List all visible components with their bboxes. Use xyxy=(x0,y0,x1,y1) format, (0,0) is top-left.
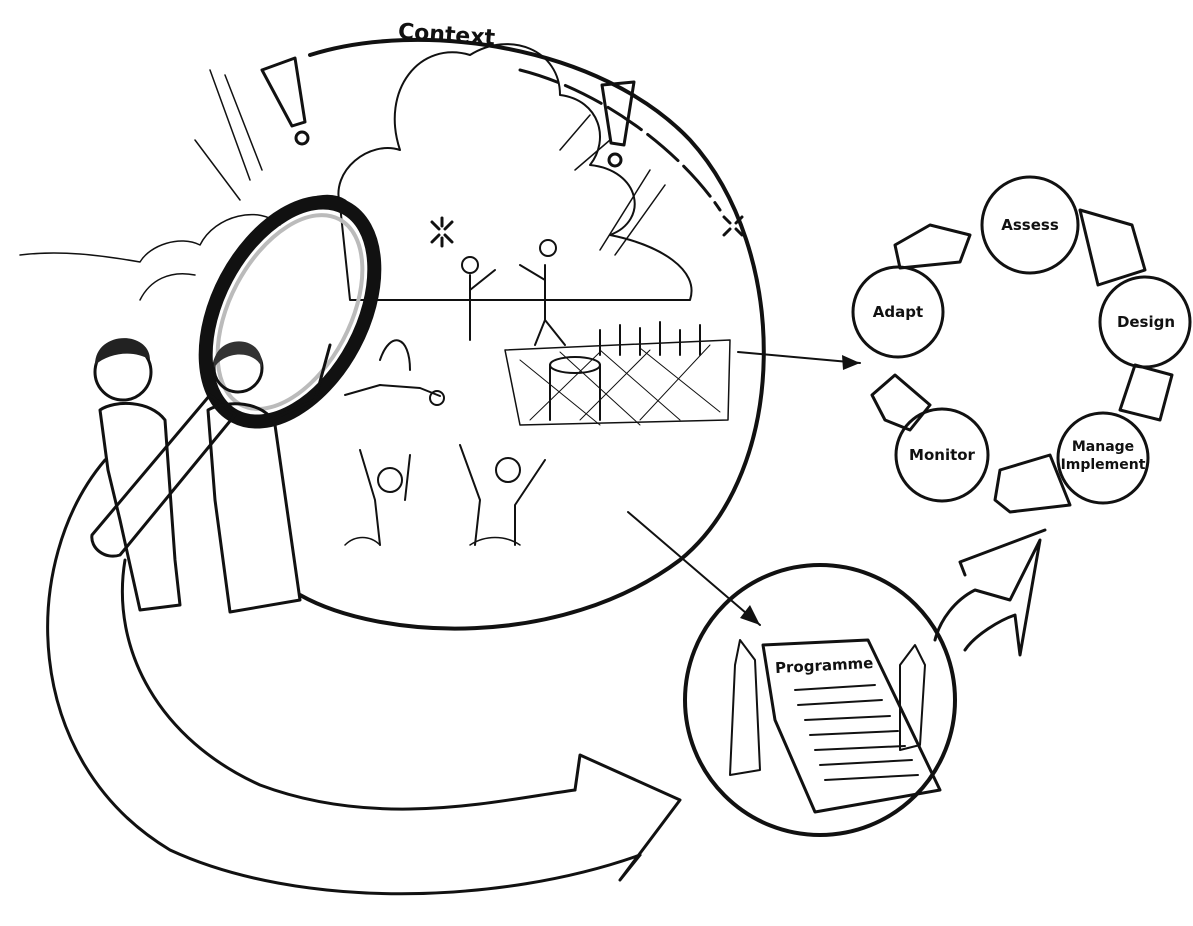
cycle-stage-monitor-label: Monitor xyxy=(909,446,976,464)
cycle-connector xyxy=(870,373,932,432)
cycle-stage-design-label: Design xyxy=(1117,313,1175,331)
cycle-stage-design: Design xyxy=(1098,275,1192,369)
cycle-stage-adapt-label: Adapt xyxy=(873,303,923,321)
cycle-stage-manage-label: Manage xyxy=(1072,439,1134,455)
exclamation-icon-right xyxy=(600,80,636,168)
cycle-stage-implement-label: Implement xyxy=(1061,457,1146,473)
arrow-to-programme xyxy=(627,511,761,626)
conflict-scene-crowd-fence xyxy=(504,321,731,426)
programme-circle xyxy=(683,563,957,837)
exclamation-icon-left xyxy=(260,56,310,146)
cycle-connector xyxy=(993,453,1072,514)
cycle-connector xyxy=(1078,208,1147,287)
conflict-scene-fight xyxy=(461,239,566,346)
arrow-programme-to-cycle xyxy=(933,528,1047,657)
cycle-stage-assess-label: Assess xyxy=(1001,216,1059,234)
context-title: Context xyxy=(397,19,496,51)
cycle-connector xyxy=(893,223,972,270)
context-swirl xyxy=(298,37,766,631)
cycle-stage-assess: Assess xyxy=(980,175,1080,275)
conflict-scene-ruins xyxy=(344,339,445,406)
smoke-cloud xyxy=(19,43,693,301)
programme-document-title: Programme xyxy=(775,654,874,677)
cycle-stage-manage-implement: Manage Implement xyxy=(1056,411,1150,505)
conflict-spark-icon xyxy=(430,216,454,248)
big-sweep-arrow xyxy=(46,458,682,896)
cycle-stage-monitor: Monitor xyxy=(894,407,990,503)
magnifying-glass-icon xyxy=(90,195,382,558)
project-cycle: Assess Design Manage Implement Monitor A… xyxy=(851,175,1192,514)
person-man-figure xyxy=(93,338,182,612)
cycle-stage-adapt: Adapt xyxy=(851,265,945,359)
person-woman-figure xyxy=(206,341,332,614)
conflict-scene-protesters xyxy=(344,444,546,546)
cycle-connector xyxy=(1118,363,1174,422)
arrow-to-cycle xyxy=(737,351,861,370)
conflict-spark-icon xyxy=(722,215,744,237)
